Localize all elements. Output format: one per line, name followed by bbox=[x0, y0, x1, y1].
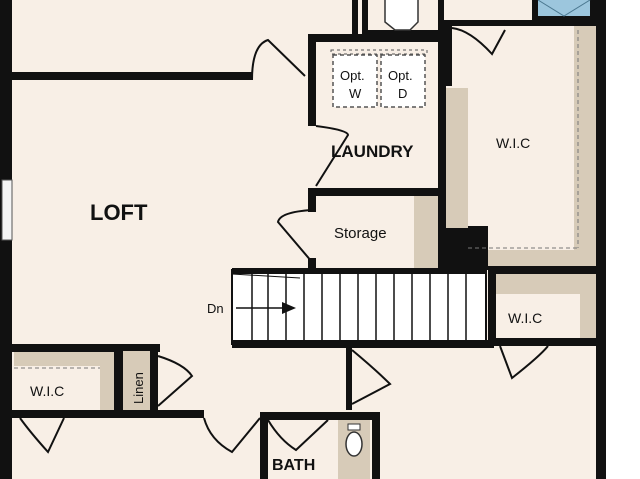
laundry-wall-right bbox=[438, 34, 446, 270]
room-label-wic-right: W.I.C bbox=[496, 135, 530, 151]
wall-lower-left bbox=[64, 410, 204, 418]
door-swing-linen bbox=[157, 355, 194, 407]
door-swing-top-room bbox=[251, 38, 306, 81]
wic-right-shelf-right bbox=[574, 26, 596, 266]
stair-arrow-head bbox=[282, 302, 296, 314]
door-swing-bath bbox=[267, 419, 329, 452]
washer-label-line1: Opt. bbox=[340, 68, 365, 83]
wic-mid-right-shelf bbox=[488, 274, 596, 294]
room-label-bath: BATH bbox=[272, 457, 315, 474]
outer-wall-right bbox=[596, 0, 606, 479]
door-swing-wic-mid-right bbox=[499, 345, 549, 380]
chase bbox=[440, 226, 488, 270]
dryer-label-line1: Opt. bbox=[388, 68, 413, 83]
laundry-wall-top bbox=[308, 34, 446, 42]
room-label-wic-left: W.I.C bbox=[30, 383, 64, 399]
wic-left-shelf bbox=[14, 352, 114, 366]
door-swing-wic-left bbox=[19, 417, 65, 454]
door-swing-lower bbox=[203, 417, 261, 454]
room-label-loft: LOFT bbox=[90, 200, 148, 225]
stair-treads bbox=[251, 274, 467, 340]
wall-top-room bbox=[12, 72, 252, 80]
laundry-wall-left bbox=[308, 34, 316, 126]
washer bbox=[332, 54, 378, 108]
window-left bbox=[1, 179, 13, 241]
door-swing-bedroom-lower bbox=[351, 349, 392, 405]
door-swing-wic-right bbox=[451, 27, 506, 56]
wic-right-shelf bbox=[446, 88, 468, 228]
dryer-label-line2: D bbox=[398, 86, 407, 101]
fixture-top bbox=[384, 0, 419, 31]
laundry-wall-bottom bbox=[308, 188, 446, 196]
stair-direction-label: Dn bbox=[207, 301, 224, 316]
room-label-wic-mid-right: W.I.C bbox=[508, 310, 542, 326]
washer-label-line2: W bbox=[349, 86, 362, 101]
wic-right-wall-left bbox=[444, 20, 452, 86]
toilet-icon bbox=[345, 431, 363, 457]
bath-wall-right bbox=[372, 412, 380, 479]
storage-shelf bbox=[414, 196, 438, 268]
dryer bbox=[380, 54, 426, 108]
door-swing-storage bbox=[276, 209, 313, 263]
wic-left-wall-top bbox=[12, 344, 160, 352]
room-label-laundry: LAUNDRY bbox=[331, 142, 414, 161]
room-label-storage: Storage bbox=[334, 225, 387, 242]
room-label-linen: Linen bbox=[131, 372, 146, 404]
bath-wall-left bbox=[260, 414, 268, 479]
door-swing-laundry bbox=[315, 125, 350, 187]
